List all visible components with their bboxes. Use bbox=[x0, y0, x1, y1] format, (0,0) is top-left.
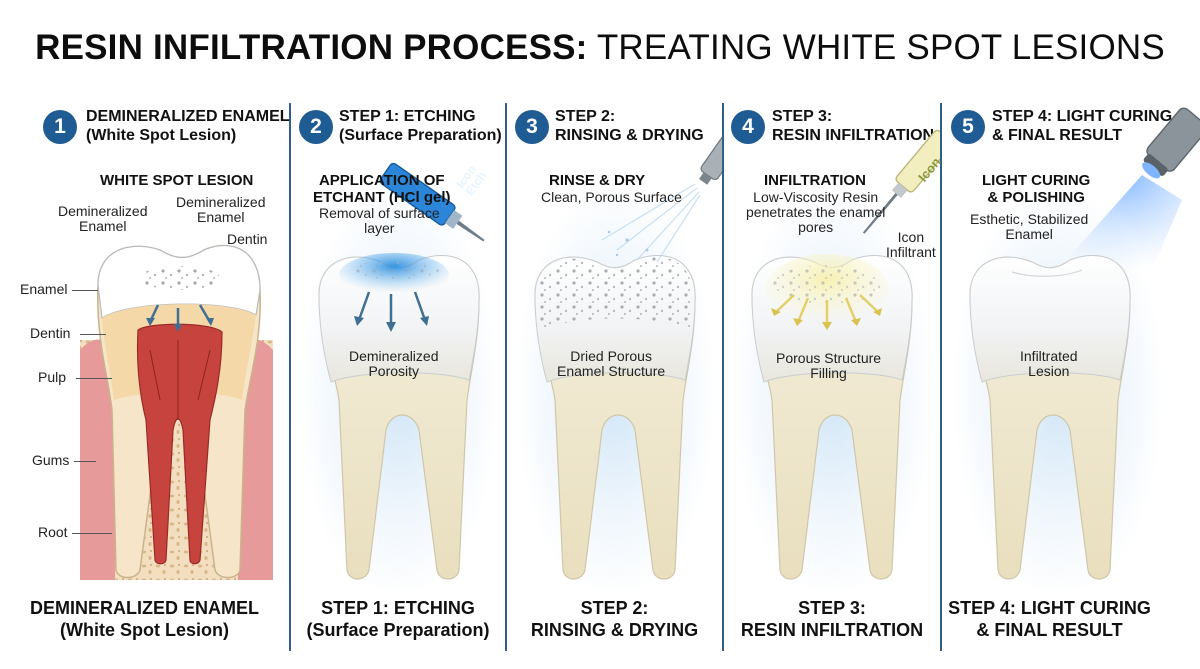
main-title: RESIN INFILTRATION PROCESS: TREATING WHI… bbox=[0, 28, 1200, 68]
rinse-nozzle bbox=[699, 134, 722, 185]
panel-divider bbox=[505, 103, 507, 651]
panel-divider bbox=[289, 103, 291, 651]
label-dentin: Dentin bbox=[30, 325, 71, 341]
leader-line bbox=[72, 290, 98, 291]
step-badge: 3 bbox=[515, 110, 549, 144]
panel-light-curing: 5 STEP 4: LIGHT CURING& FINAL RESULT LIG… bbox=[942, 100, 1200, 655]
panel-header: STEP 4: LIGHT CURING& FINAL RESULT bbox=[992, 108, 1173, 144]
panel-divider bbox=[940, 103, 942, 651]
title-light: TREATING WHITE SPOT LESIONS bbox=[587, 28, 1165, 67]
label-pulp: Pulp bbox=[38, 369, 67, 385]
label-root: Root bbox=[38, 524, 68, 540]
step-badge: 2 bbox=[299, 110, 333, 144]
leader-line bbox=[74, 461, 96, 462]
panel-footer: DEMINERALIZED ENAMEL(White Spot Lesion) bbox=[30, 598, 259, 640]
step-badge: 1 bbox=[43, 110, 77, 144]
leader-line bbox=[80, 334, 106, 335]
step-badge: 4 bbox=[731, 110, 765, 144]
panel-header: DEMINERALIZED ENAMEL(White Spot Lesion) bbox=[86, 108, 290, 144]
panel-footer: STEP 1: ETCHING(Surface Preparation) bbox=[306, 598, 490, 640]
panel-rinsing-drying: 3 STEP 2:RINSING & DRYING RINSE & DRY Cl… bbox=[507, 100, 722, 655]
leader-line bbox=[72, 533, 112, 534]
panel-subtitle: WHITE SPOT LESION bbox=[100, 172, 254, 189]
callout-title: LIGHT CURING& POLISHING bbox=[982, 172, 1091, 206]
tooth-final-result-illustration bbox=[969, 107, 1200, 580]
tooth-cross-section-illustration bbox=[80, 244, 273, 580]
callout-title: INFILTRATION bbox=[764, 172, 866, 189]
step-badge: 5 bbox=[951, 110, 985, 144]
label-gums: Gums bbox=[32, 452, 70, 468]
callout-text: Clean, Porous Surface bbox=[541, 189, 682, 205]
panel-header: STEP 2:RINSING & DRYING bbox=[555, 108, 704, 144]
panel-footer: STEP 3:RESIN INFILTRATION bbox=[740, 598, 924, 640]
panel-resin-infiltration: 4 STEP 3:RESIN INFILTRATION Icon INFILTR… bbox=[724, 100, 944, 655]
panel-etching: 2 STEP 1: ETCHING(Surface Preparation) I… bbox=[291, 100, 505, 655]
tooth-rinsing-illustration bbox=[534, 134, 722, 580]
panel-divider bbox=[722, 103, 724, 651]
title-bold: RESIN INFILTRATION PROCESS: bbox=[35, 28, 588, 67]
tooth-infiltration-illustration bbox=[751, 129, 940, 580]
curing-light-device bbox=[1142, 107, 1200, 179]
tooth-etching-illustration bbox=[318, 162, 485, 580]
panel-footer: STEP 4: LIGHT CURING& FINAL RESULT bbox=[948, 598, 1151, 640]
panel-header: STEP 3:RESIN INFILTRATION bbox=[772, 108, 935, 144]
panel-footer: STEP 2:RINSING & DRYING bbox=[530, 598, 699, 640]
label-enamel: Enamel bbox=[20, 281, 68, 297]
panel-header: STEP 1: ETCHING(Surface Preparation) bbox=[339, 108, 502, 144]
panel-demineralized-enamel: 1 DEMINERALIZED ENAMEL(White Spot Lesion… bbox=[0, 100, 290, 655]
label-dentin-right: Dentin bbox=[227, 231, 268, 247]
leader-line bbox=[76, 378, 112, 379]
callout-title: RINSE & DRY bbox=[549, 172, 646, 189]
